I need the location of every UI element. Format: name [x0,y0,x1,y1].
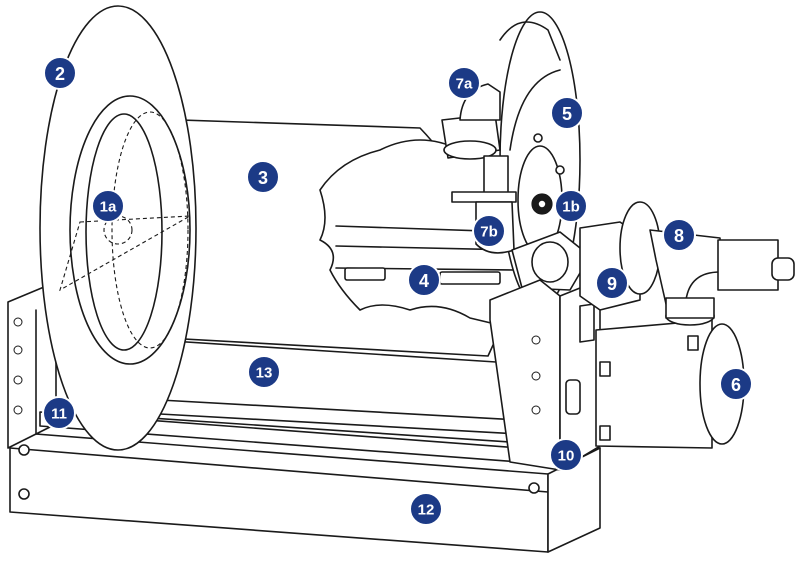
callout-1a: 1a [91,189,125,223]
callout-label: 3 [258,168,268,188]
callout-circle [550,96,584,130]
callout-circle [719,367,753,401]
callout-label: 13 [256,365,273,382]
callout-label: 7a [456,76,473,93]
callout-label: 7b [480,224,498,241]
callout-circle [472,214,506,248]
swivel-elbow [441,83,501,160]
callout-10: 10 [549,438,583,472]
callout-circle [246,160,280,194]
inlet-elbow [619,201,795,326]
callout-label: 9 [607,274,617,294]
callout-circle [407,263,441,297]
callout-label: 11 [51,406,67,423]
chain-band [499,21,561,151]
callout-3: 3 [246,160,280,194]
callout-label: 6 [731,375,741,395]
callout-label: 12 [418,502,435,519]
callout-12: 12 [409,492,443,526]
callout-circle [447,66,481,100]
callout-circle [554,189,588,223]
callout-label: 8 [674,226,684,246]
callouts: 1a 1b 2 3 4 5 6 7a 7b 8 9 10 11 12 13 [42,56,753,526]
callout-5: 5 [550,96,584,130]
callout-circle [662,218,696,252]
callout-label: 1a [100,199,117,216]
callout-6: 6 [719,367,753,401]
callout-1b: 1b [554,189,588,223]
right-frame-upright [489,279,601,471]
callout-label: 1b [562,199,580,216]
callout-11: 11 [42,396,76,430]
callout-2: 2 [43,56,77,90]
callout-label: 5 [562,104,572,124]
callout-7a: 7a [447,66,481,100]
callout-circle [549,438,583,472]
callout-8: 8 [662,218,696,252]
callout-13: 13 [247,355,281,389]
callout-circle [91,189,125,223]
callout-circle [43,56,77,90]
callout-9: 9 [595,266,629,300]
callout-label: 10 [558,448,575,465]
callout-circle [247,355,281,389]
bolts [344,267,501,285]
callout-4: 4 [407,263,441,297]
callout-label: 4 [419,271,429,291]
callout-label: 2 [55,64,65,84]
callout-7b: 7b [472,214,506,248]
callout-circle [595,266,629,300]
left-flange-disk [39,5,197,451]
callout-circle [409,492,443,526]
callout-circle [42,396,76,430]
